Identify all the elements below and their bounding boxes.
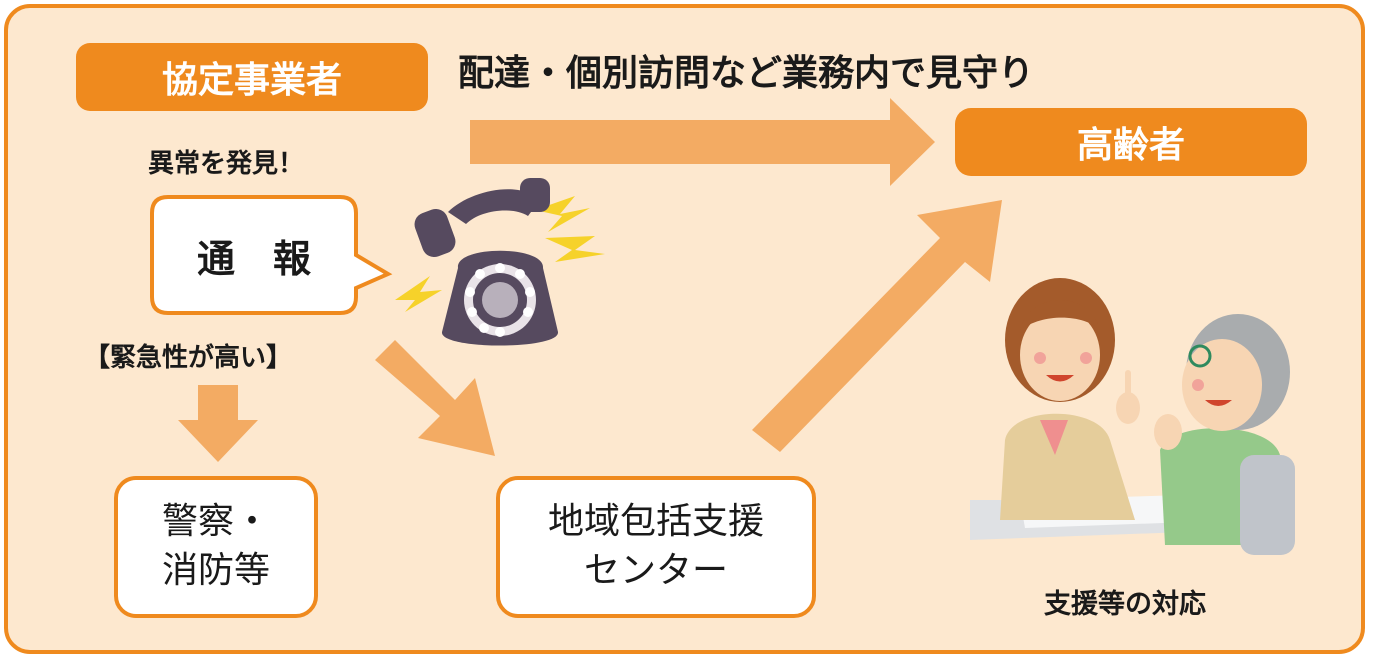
report-bubble: 通 報 [196, 236, 311, 281]
actor-label-text: 協定事業者 [161, 60, 342, 101]
arrow-to-elderly [470, 98, 935, 186]
support-center-box: 地域包括支援 センター [496, 476, 816, 618]
support-center-lines: 地域包括支援 センター [548, 498, 764, 595]
spark-icon [395, 196, 605, 312]
discover-text: 異常を発見！ [148, 149, 305, 179]
support-center-line2: センター [583, 550, 728, 591]
elderly-label: 高齢者 [955, 108, 1307, 176]
arrow-report-to-center [375, 340, 495, 456]
support-center-line1: 地域包括支援 [547, 501, 764, 543]
police-box-lines: 警察・ 消防等 [162, 498, 270, 595]
consultation-illustration [970, 278, 1295, 555]
urgent-text: 【緊急性が高い】 [84, 343, 293, 373]
police-box: 警察・ 消防等 [114, 476, 318, 618]
top-message: 配達・個別訪問など業務内で見守り [458, 53, 1035, 94]
actor-label: 協定事業者 [76, 43, 428, 111]
support-caption: 支援等の対応 [1044, 589, 1206, 620]
elderly-label-text: 高齢者 [1076, 125, 1185, 166]
telephone-icon [414, 178, 559, 346]
arrow-center-to-elderly [752, 200, 1002, 452]
arrow-down-to-police [178, 385, 258, 462]
police-box-line1: 警察・ [161, 501, 270, 543]
police-box-line2: 消防等 [161, 550, 270, 591]
